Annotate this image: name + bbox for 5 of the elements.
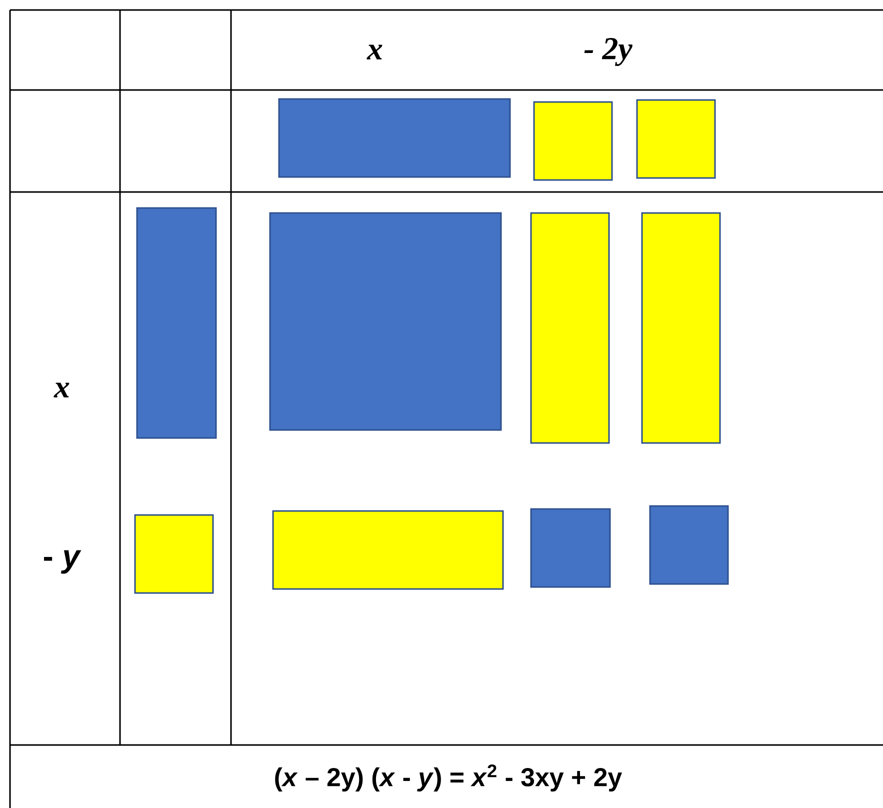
equation: (x – 2y) (x - y) = x$^{2}$ - 3xy + 2y — [275, 764, 622, 792]
column-heading: - 2y — [584, 38, 632, 66]
row-heading: - y — [44, 550, 82, 574]
column-heading: x — [366, 44, 382, 60]
row-heading: x — [54, 382, 70, 398]
